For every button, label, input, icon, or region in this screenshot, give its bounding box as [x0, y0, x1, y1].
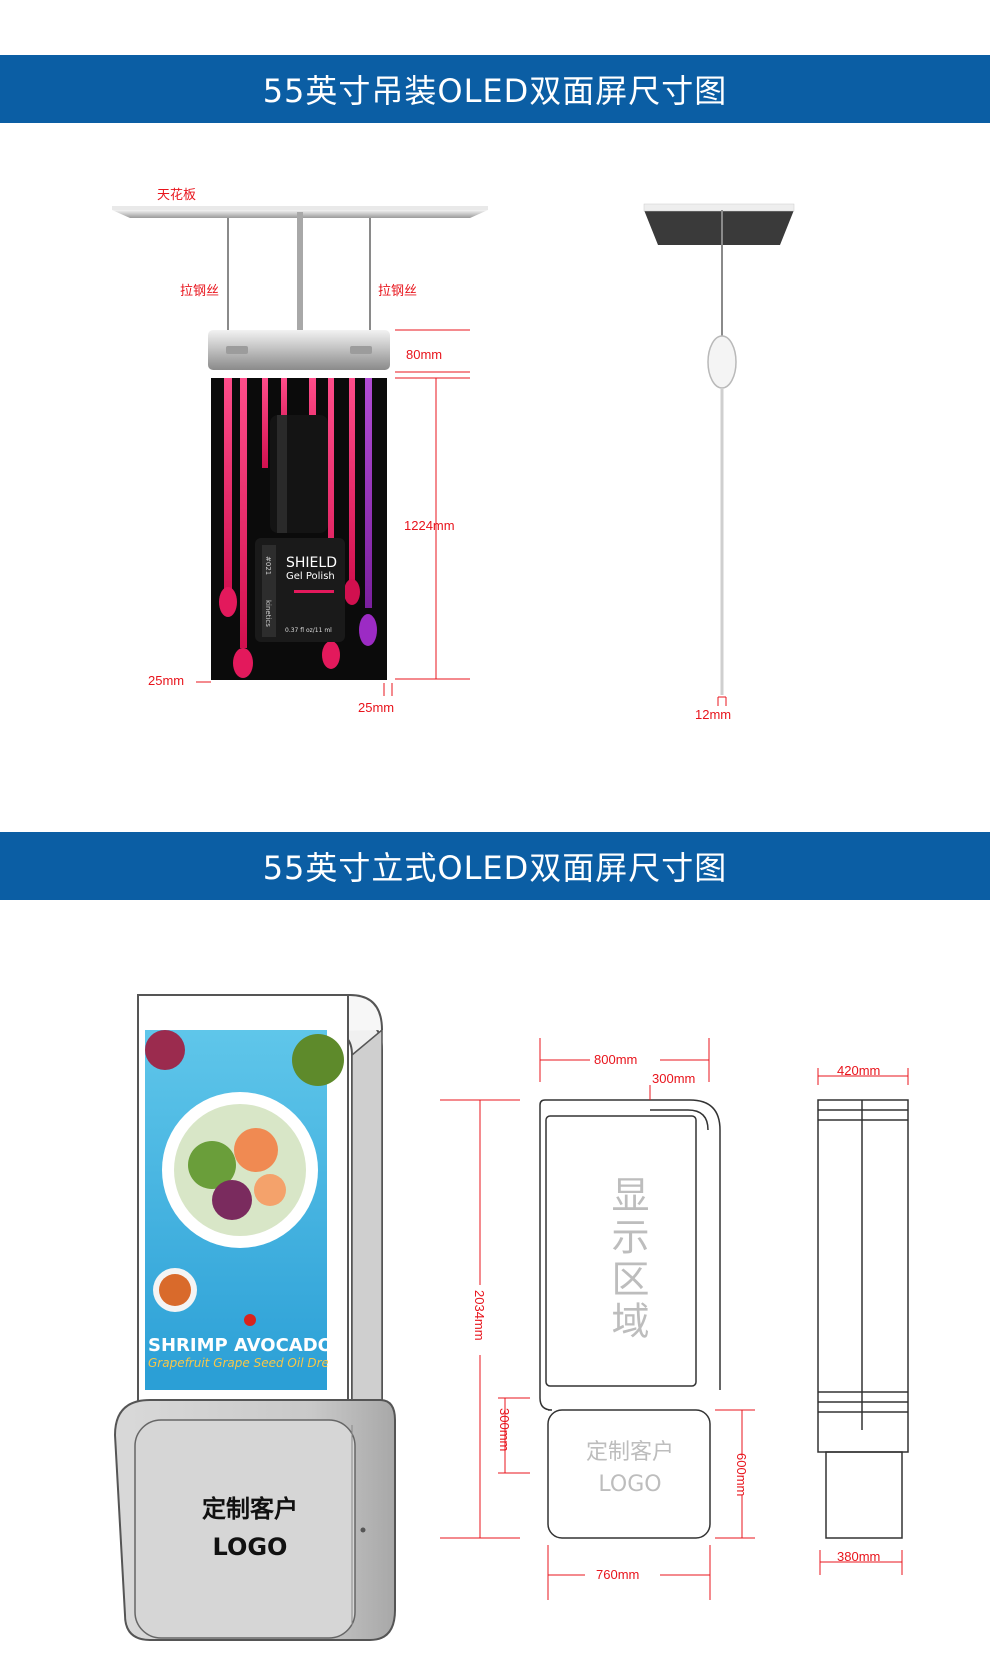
standing-photo [113, 994, 396, 1641]
front-logo-line1: 定制客户 [585, 1440, 674, 1465]
dim-head-300mm: 300mm [652, 1071, 696, 1086]
dim-side-420mm: 420mm [837, 1063, 881, 1078]
label-wire-left: 拉钢丝 [180, 283, 220, 298]
dim-width-800mm: 800mm [594, 1052, 638, 1067]
ad-subtitle: Grapefruit Grape Seed Oil Dress [148, 1356, 328, 1370]
side-elevation [817, 1099, 909, 1539]
label-wire-right: 拉钢丝 [378, 283, 418, 298]
dim-bottom-25mm: 25mm [358, 700, 395, 715]
dim-height-1224mm: 1224mm [404, 518, 455, 533]
dim-side-380mm: 380mm [837, 1549, 881, 1564]
photo-logo: 定制客户 LOGO [165, 1490, 335, 1566]
dim-base-gap-300mm: 300mm [497, 1408, 512, 1452]
section2-banner: 55英寸立式OLED双面屏尺寸图 [0, 832, 990, 900]
section1-banner: 55英寸吊装OLED双面屏尺寸图 [0, 55, 990, 123]
side-ceiling-block [644, 210, 794, 245]
bottle-number: #021 [264, 556, 272, 576]
dim-left-25mm: 25mm [148, 673, 185, 688]
display-area-label: 显示区域 [605, 1175, 649, 1343]
bottle-brand-line2: Gel Polish [286, 571, 335, 582]
ad-title: SHRIMP AVOCADO SALA [148, 1335, 328, 1356]
dim-height-2034mm: 2034mm [472, 1290, 487, 1341]
bottle-volume: 0.37 fl oz/11 ml [285, 627, 332, 634]
section2-title: 55英寸立式OLED双面屏尺寸图 [262, 849, 728, 887]
front-logo: 定制客户 LOGO [570, 1437, 690, 1501]
photo-logo-line1: 定制客户 [202, 1495, 298, 1523]
section1-title: 55英寸吊装OLED双面屏尺寸图 [262, 72, 728, 110]
front-elevation [539, 1099, 721, 1539]
dim-base-height-600mm: 600mm [734, 1453, 749, 1497]
photo-logo-line2: LOGO [212, 1533, 288, 1561]
bottle-side-brand: kinetics [264, 600, 272, 627]
bottle-brand-line1: SHIELD [286, 555, 337, 571]
dim-side-12mm: 12mm [695, 707, 732, 722]
bottle-brand: SHIELD Gel Polish [286, 556, 337, 584]
hanging-front-drawing [112, 203, 795, 706]
dim-top-80mm: 80mm [406, 347, 443, 362]
top-bar [208, 330, 390, 370]
dim-width-760mm: 760mm [596, 1567, 640, 1582]
front-logo-line2: LOGO [598, 1472, 662, 1497]
label-ceiling: 天花板 [157, 187, 197, 202]
